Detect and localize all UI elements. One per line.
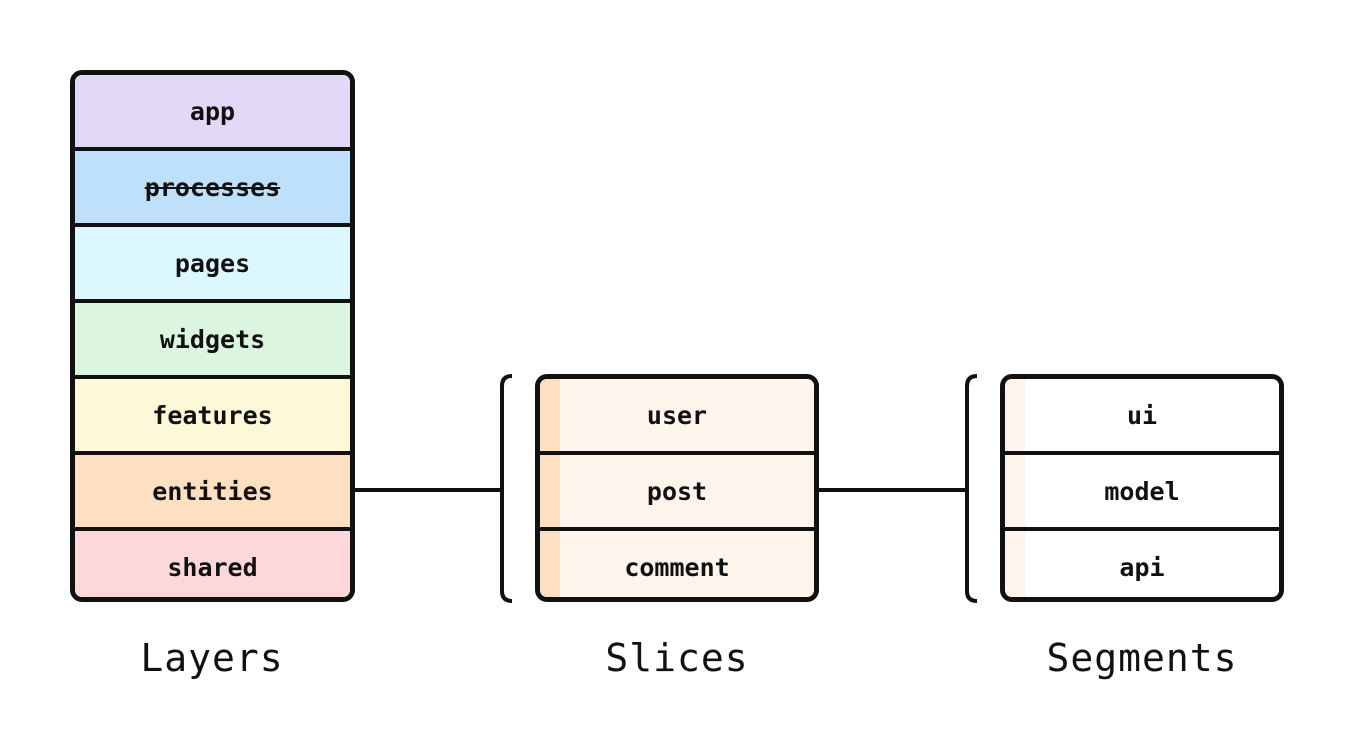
slice-stripe bbox=[540, 379, 560, 451]
segments-stack: ui model api bbox=[1000, 374, 1284, 602]
segment-api: api bbox=[1005, 527, 1279, 597]
slices-bracket bbox=[500, 374, 513, 603]
slice-user: user bbox=[540, 379, 814, 451]
layers-caption: Layers bbox=[140, 636, 284, 680]
layers-stack: app processes pages widgets features ent… bbox=[70, 70, 355, 602]
segment-stripe bbox=[1005, 379, 1025, 451]
slice-comment: comment bbox=[540, 527, 814, 597]
layer-features: features bbox=[75, 375, 350, 451]
layer-processes: processes bbox=[75, 147, 350, 223]
layer-app: app bbox=[75, 75, 350, 147]
slice-stripe bbox=[540, 455, 560, 527]
segment-stripe bbox=[1005, 455, 1025, 527]
segments-bracket bbox=[965, 374, 978, 603]
segment-model: model bbox=[1005, 451, 1279, 527]
slice-stripe bbox=[540, 531, 560, 597]
layer-shared: shared bbox=[75, 527, 350, 597]
layer-pages: pages bbox=[75, 223, 350, 299]
slice-post: post bbox=[540, 451, 814, 527]
slices-stack: user post comment bbox=[535, 374, 819, 602]
layer-entities: entities bbox=[75, 451, 350, 527]
layer-widgets: widgets bbox=[75, 299, 350, 375]
segment-ui: ui bbox=[1005, 379, 1279, 451]
slices-caption: Slices bbox=[605, 636, 749, 680]
segments-caption: Segments bbox=[1046, 636, 1238, 680]
segment-stripe bbox=[1005, 531, 1025, 597]
